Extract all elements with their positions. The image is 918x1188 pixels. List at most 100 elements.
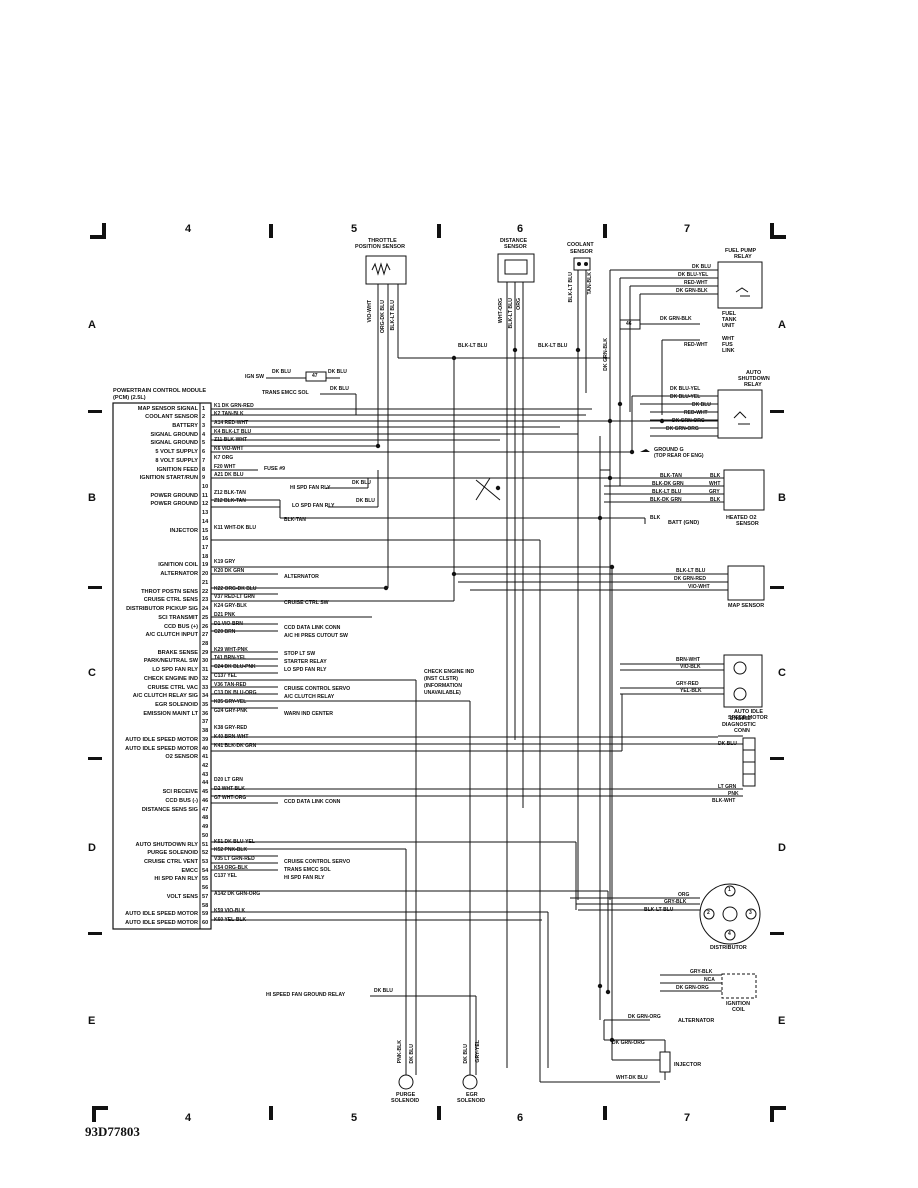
distance-sensor-box <box>497 253 535 283</box>
pcm-pin-number: 59 <box>202 911 209 918</box>
wht-fus-link-label-3: LINK <box>722 348 735 354</box>
pcm-pin-number: 24 <box>202 606 209 613</box>
starter-relay-dest: STARTER RELAY <box>284 659 327 665</box>
ground-g-label-1: GROUND G <box>654 447 684 453</box>
pcm-pin-number: 20 <box>202 571 209 578</box>
distance-label-2: SENSOR <box>504 244 527 250</box>
pcm-pin-function: EMCC <box>181 867 198 874</box>
tps-label-2: POSITION SENSOR <box>355 244 406 250</box>
pcm-pin-function: PARK/NEUTRAL SW <box>143 658 198 665</box>
pcm-pin-number: 30 <box>202 658 209 665</box>
pcm-pin-wire: K2 TAN-BLK <box>214 411 244 418</box>
aism-box <box>723 654 763 708</box>
grid-row-c-left: C <box>88 667 96 679</box>
aism-wire-2: VIO-BLK <box>680 664 701 670</box>
pcm-pin-number: 56 <box>202 885 209 892</box>
pcm-pin-function: IGNITION COIL <box>158 562 198 569</box>
pcm-pin-number: 26 <box>202 623 209 630</box>
asd-wire-5: DK GRN-ORG <box>672 418 705 424</box>
o2-right-1: BLK <box>710 473 721 479</box>
diag-conn-title-2: DIAGNOSTIC <box>722 722 756 728</box>
pcm-pin-wire: K1 DK GRN-RED <box>214 402 254 409</box>
hi-speed-fan-ground-relay: HI SPEED FAN GROUND RELAY <box>266 992 346 998</box>
pcm-pin-number: 46 <box>202 797 209 804</box>
grid-row-c-right: C <box>778 667 786 679</box>
pcm-pin-wire: C137 YEL <box>214 672 237 679</box>
fuel-pump-relay-label-2: RELAY <box>734 254 752 260</box>
distributor-label: DISTRIBUTOR <box>710 945 747 951</box>
diag-conn-title-1: ENGINE <box>730 716 751 722</box>
coil-wire-3: DK GRN-ORG <box>676 985 709 991</box>
asd-label-2: SHUTDOWN <box>738 376 770 382</box>
aism-label-1: AUTO IDLE <box>734 709 763 715</box>
stop-lt-sw-dest: STOP LT SW <box>284 651 316 657</box>
pcm-pin-wire: K20 DK GRN <box>214 568 245 575</box>
ign-sw-wire-2: DK BLU <box>328 369 347 375</box>
batt-gnd-label: BATT (GND) <box>668 520 700 526</box>
aism-wire-1: BRN-WHT <box>676 657 700 663</box>
pcm-pin-number: 40 <box>202 745 209 752</box>
pcm-pin-number: 43 <box>202 771 209 778</box>
pcm-pin-number: 1 <box>202 405 206 412</box>
pcm-pin-number: 35 <box>202 701 209 708</box>
map-wire-3: VIO-WHT <box>688 584 710 590</box>
diag-conn-title-3: CONN <box>734 728 750 734</box>
pcm-pin-wire: T41 BRN-YEL <box>214 655 247 662</box>
pcm-pin-wire: K7 ORG <box>214 454 234 461</box>
pcm-pin-wire: C24 DK BLU-PNK <box>214 664 256 671</box>
egr-label-1: EGR <box>466 1092 478 1098</box>
pcm-pin-wire: V35 LT GRN-RED <box>214 855 255 862</box>
pcm-pin-wire: K35 GRY-YEL <box>214 698 247 705</box>
pcm-pin-number: 18 <box>202 553 209 560</box>
pcm-pin-function: AUTO IDLE SPEED MOTOR <box>125 919 198 926</box>
injector-wire-1: DK GRN-ORG <box>612 1040 645 1046</box>
wht-fus-link-label-1: WHT <box>722 336 735 342</box>
pcm-pin-function: A/C CLUTCH INPUT <box>145 632 198 639</box>
pcm-pin-number: 7 <box>202 457 206 464</box>
o2-right-2: WHT <box>709 481 721 487</box>
pcm-pin-number: 3 <box>202 422 206 429</box>
pcm-pin-wire: K19 GRY <box>214 559 236 566</box>
pcm-pin-wire: A142 DK GRN-ORG <box>214 890 261 897</box>
pcm-pin-function: SCI RECEIVE <box>162 789 198 796</box>
aism-wire-3: GRY-RED <box>676 681 699 687</box>
pcm-pin-wire: G24 GRY-PNK <box>214 707 248 714</box>
ground-g-label-2: (TOP REAR OF ENG) <box>654 453 704 459</box>
pcm-pin-number: 6 <box>202 449 206 456</box>
pcm-pin-wire: Z11 BLK-WHT <box>214 437 248 444</box>
pcm-pin-wire: D2 WHT-BLK <box>214 786 245 793</box>
pcm-pin-function: VOLT SENS <box>166 893 198 900</box>
grid-row-b-left: B <box>88 492 96 504</box>
pcm-pin-number: 17 <box>202 545 209 552</box>
map-sensor-label: MAP SENSOR <box>728 603 765 609</box>
asd-wire-4: RED-WHT <box>684 410 708 416</box>
pcm-pin-function: 8 VOLT SUPPLY <box>155 457 198 464</box>
grid-col-6-bottom: 6 <box>517 1112 524 1124</box>
registration-marks <box>88 223 786 1122</box>
pcm-pin-number: 27 <box>202 632 209 639</box>
coolant-wire-1: BLK-LT BLU <box>568 272 574 303</box>
asd-label-3: RELAY <box>744 382 762 388</box>
distance-wire-2: BLK-LT BLU <box>508 298 514 329</box>
hi-speed-fan-wire: DK BLU <box>374 988 393 994</box>
dist-pin-4: 4 <box>728 931 731 937</box>
heated-o2-box <box>723 469 765 511</box>
ign-sw-label: IGN SW <box>245 374 265 380</box>
pcm-pin-function: EGR SOLENOID <box>155 701 198 708</box>
pcm-pin-wire: K59 VIO-BLK <box>214 908 246 915</box>
pcm-pin-function: AUTO IDLE SPEED MOTOR <box>125 745 198 752</box>
injector-label: INJECTOR <box>674 1062 702 1068</box>
pcm-pin-function: O2 SENSOR <box>165 754 198 761</box>
pcm-pin-number: 13 <box>202 510 209 517</box>
coil-wire-2: NCA <box>704 977 715 983</box>
egr-label-2: SOLENOID <box>457 1098 486 1104</box>
dist-pin-2: 2 <box>707 910 710 916</box>
pcm-pin-wire: K60 YEL-BLK <box>214 916 247 923</box>
pcm-pin-number: 25 <box>202 614 209 621</box>
pcm-pin-wire: C20 BRN <box>214 629 236 636</box>
lo-spd-fan-rly-dest: LO SPD FAN RLY <box>284 667 327 673</box>
ac-hi-pres-dest: A/C HI PRES CUTOUT SW <box>284 633 348 639</box>
dist-pin-3: 3 <box>749 910 752 916</box>
pcm-pin-number: 58 <box>202 902 209 909</box>
